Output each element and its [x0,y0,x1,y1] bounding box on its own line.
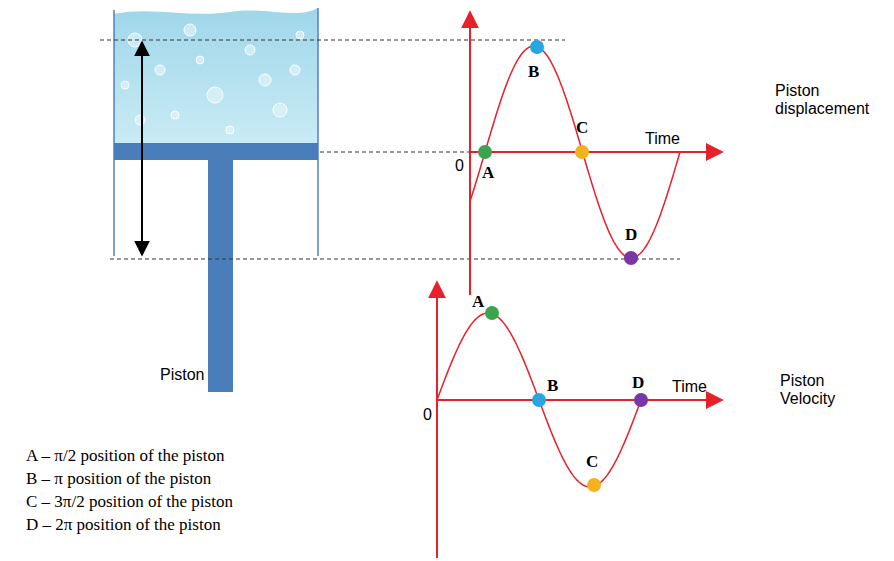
point-a [478,145,492,159]
point-label: B [528,62,539,82]
point-b [530,40,544,54]
point-label: D [625,225,637,245]
legend-note: B – π position of the piston [26,469,211,489]
point-label: C [576,118,588,138]
point-d [634,393,648,407]
point-label: D [632,373,644,393]
axis-title: Piston displacement [775,82,890,119]
point-b [532,393,546,407]
part-label: Piston [160,366,204,384]
point-c [587,478,601,492]
stroke-arrow [141,42,143,255]
bubble [273,103,287,117]
cylinder-wall [317,8,319,256]
point-label: C [586,452,598,472]
bubble [290,65,300,75]
bubble [207,87,223,103]
bubble [184,24,196,36]
point-a [485,306,499,320]
origin-label: 0 [423,406,432,424]
bubble [245,45,255,55]
legend-note: C – 3π/2 position of the piston [26,492,233,512]
guide-line [100,40,565,41]
bubble [259,74,271,86]
y-axis [436,282,438,558]
guide-line [320,152,470,153]
guide-line [110,259,680,260]
axis-label: Time [672,378,707,396]
water [114,8,318,143]
axis-title: Piston Velocity [780,372,860,409]
legend-note: A – π/2 position of the piston [26,446,224,466]
bubble [171,111,179,119]
point-c [575,145,589,159]
legend-note: D – 2π position of the piston [26,515,221,535]
bubble [296,31,304,39]
point-d [624,251,638,265]
time-axis [437,399,722,401]
cylinder-wall [113,10,115,256]
bubble [121,81,129,89]
velocity-curve [437,313,641,487]
point-label: A [482,163,494,183]
time-axis [470,151,722,153]
piston-rod [208,160,233,392]
bubble [155,65,165,75]
bubble [226,126,234,134]
piston-head [114,143,318,160]
point-label: A [472,292,484,312]
y-axis [469,12,471,295]
axis-label: Time [645,130,680,148]
displacement-curve [470,46,680,258]
point-label: B [547,376,558,396]
bubble [135,115,145,125]
origin-label: 0 [455,157,464,175]
bubble [196,56,204,64]
